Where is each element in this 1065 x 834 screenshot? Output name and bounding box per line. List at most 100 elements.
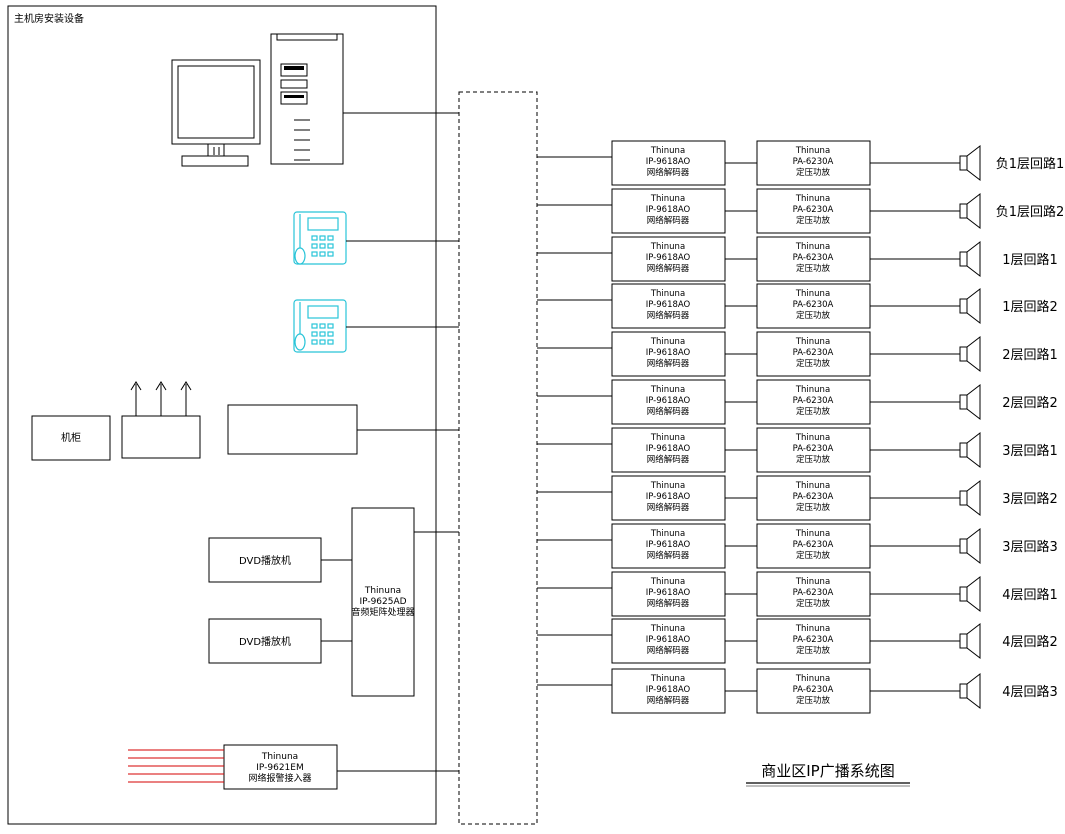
decoder-brand-2: Thinuna [650,194,685,204]
decoder-brand-1: Thinuna [650,146,685,156]
amplifier-brand-4: Thinuna [795,289,830,299]
speaker-cone-icon-10 [966,575,981,613]
speaker-icon-7 [959,442,968,458]
decoder-box-8 [611,475,726,521]
decoder-name-8: 网络解码器 [647,502,690,513]
zone-label-3: 1层回路1 [1002,252,1058,268]
amplifier-brand-3: Thinuna [795,242,830,252]
dvd-player-2-label: DVD播放机 [239,635,291,648]
amplifier-box-12 [756,668,871,714]
speaker-cone-icon-7 [966,431,981,469]
decoder-model-1: IP-9618AO [646,157,691,167]
speaker-cone-icon-6 [966,383,981,421]
amplifier-name-1: 定压功放 [796,167,831,178]
decoder-brand-4: Thinuna [650,289,685,299]
amplifier-box-1 [756,140,871,186]
zone-label-6: 2层回路2 [1002,395,1058,411]
decoder-name-9: 网络解码器 [647,550,690,561]
decoder-brand-11: Thinuna [650,624,685,634]
amplifier-brand-6: Thinuna [795,385,830,395]
zone-label-7: 3层回路1 [1002,443,1058,459]
amplifier-brand-7: Thinuna [795,433,830,443]
decoder-name-12: 网络解码器 [647,695,690,706]
speaker-icon-6 [959,394,968,410]
audio-matrix-box [351,507,415,697]
decoder-brand-8: Thinuna [650,481,685,491]
decoder-model-11: IP-9618AO [646,635,691,645]
amplifier-name-11: 定压功放 [796,645,831,656]
amplifier-brand-9: Thinuna [795,529,830,539]
decoder-brand-6: Thinuna [650,385,685,395]
decoder-box-6 [611,379,726,425]
audio-matrix-name: 音频矩阵处理器 [351,606,414,618]
amplifier-name-2: 定压功放 [796,215,831,226]
amplifier-model-1: PA-6230A [793,157,834,167]
alarm-input-lines [128,749,224,783]
amplifier-model-4: PA-6230A [793,300,834,310]
amplifier-model-2: PA-6230A [793,205,834,215]
decoder-brand-10: Thinuna [650,577,685,587]
decoder-model-5: IP-9618AO [646,348,691,358]
speaker-cone-icon-12 [966,672,981,710]
zone-label-5: 2层回路1 [1002,347,1058,363]
amplifier-brand-5: Thinuna [795,337,830,347]
decoder-name-5: 网络解码器 [647,358,690,369]
amplifier-name-3: 定压功放 [796,263,831,274]
cabinet-box [31,415,111,461]
amplifier-box-9 [756,523,871,569]
zone-label-4: 1层回路2 [1002,299,1058,315]
network-switch-box [458,91,538,825]
dvd-player-1-box [208,537,322,583]
amplifier-box-8 [756,475,871,521]
dvd-player-1-label: DVD播放机 [239,554,291,567]
amplifier-name-7: 定压功放 [796,454,831,465]
amplifier-brand-2: Thinuna [795,194,830,204]
zone-label-9: 3层回路3 [1002,539,1058,555]
decoder-model-12: IP-9618AO [646,685,691,695]
zone-label-2: 负1层回路2 [996,204,1065,220]
wireless-router-icon [121,381,201,459]
speaker-cone-icon-4 [966,287,981,325]
amplifier-box-3 [756,236,871,282]
decoder-box-2 [611,188,726,234]
workstation-monitor [171,59,261,167]
left-connections [321,112,459,772]
decoder-model-3: IP-9618AO [646,253,691,263]
speaker-icon-9 [959,538,968,554]
decoder-box-11 [611,618,726,664]
decoder-brand-7: Thinuna [650,433,685,443]
machine-room-enclosure [7,5,437,825]
audio-matrix-model: IP-9625AD [359,597,406,607]
zone-rows: ThinunaIP-9618AO网络解码器ThinunaPA-6230A定压功放… [537,140,1065,714]
speaker-icon-5 [959,346,968,362]
speaker-icon-3 [959,251,968,267]
speaker-cone-icon-8 [966,479,981,517]
amplifier-model-9: PA-6230A [793,540,834,550]
decoder-brand-3: Thinuna [650,242,685,252]
amplifier-brand-1: Thinuna [795,146,830,156]
amplifier-box-2 [756,188,871,234]
machine-room-title: 主机房安装设备 [14,12,84,25]
amplifier-brand-11: Thinuna [795,624,830,634]
decoder-box-7 [611,427,726,473]
decoder-model-8: IP-9618AO [646,492,691,502]
decoder-model-7: IP-9618AO [646,444,691,454]
amplifier-box-6 [756,379,871,425]
decoder-brand-12: Thinuna [650,674,685,684]
dvd-player-2-box [208,618,322,664]
amplifier-box-5 [756,331,871,377]
decoder-brand-5: Thinuna [650,337,685,347]
amplifier-brand-8: Thinuna [795,481,830,491]
alarm-interface-name: 网络报警接入器 [248,772,311,784]
amplifier-box-11 [756,618,871,664]
zone-label-10: 4层回路1 [1002,587,1058,603]
amplifier-name-4: 定压功放 [796,310,831,321]
speaker-cone-icon-9 [966,527,981,565]
speaker-icon-12 [959,683,968,699]
decoder-name-7: 网络解码器 [647,454,690,465]
decoder-box-10 [611,571,726,617]
speaker-icon-2 [959,203,968,219]
decoder-model-10: IP-9618AO [646,588,691,598]
amplifier-name-12: 定压功放 [796,695,831,706]
amplifier-name-6: 定压功放 [796,406,831,417]
